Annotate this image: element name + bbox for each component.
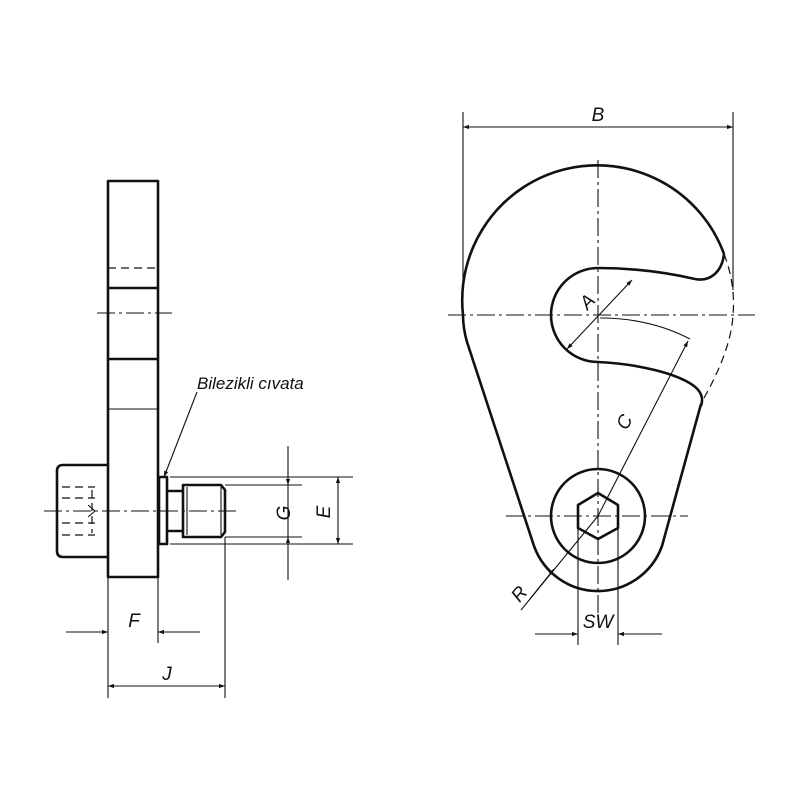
dim-label-j: J bbox=[161, 664, 172, 685]
front-view: B A C R SW bbox=[448, 105, 755, 645]
dim-label-e: E bbox=[314, 505, 335, 518]
callout-leader bbox=[163, 391, 198, 478]
dim-label-r: R bbox=[507, 582, 532, 606]
dim-label-c: C bbox=[613, 411, 638, 433]
collar-bolt-callout: Bilezikli cıvata bbox=[197, 374, 304, 393]
dim-label-b: B bbox=[592, 105, 605, 126]
dimension-arrow-r bbox=[529, 568, 555, 600]
hook-slot bbox=[549, 253, 726, 407]
dim-label-g: G bbox=[274, 506, 295, 521]
dimension-line-c bbox=[597, 340, 689, 517]
dim-label-f: F bbox=[128, 611, 141, 632]
clamp-outline bbox=[460, 164, 726, 593]
dimension-line-a bbox=[566, 279, 633, 350]
clamp-plate-side bbox=[106, 179, 160, 579]
outline-hidden bbox=[703, 253, 735, 399]
bolt-shank bbox=[167, 489, 183, 533]
threaded-end bbox=[181, 483, 227, 539]
radius-arc-extension bbox=[599, 317, 691, 340]
dim-label-a: A bbox=[575, 290, 600, 314]
dim-label-sw: SW bbox=[583, 612, 616, 633]
side-view: Bilezikli cıvata G E F J bbox=[44, 179, 353, 698]
